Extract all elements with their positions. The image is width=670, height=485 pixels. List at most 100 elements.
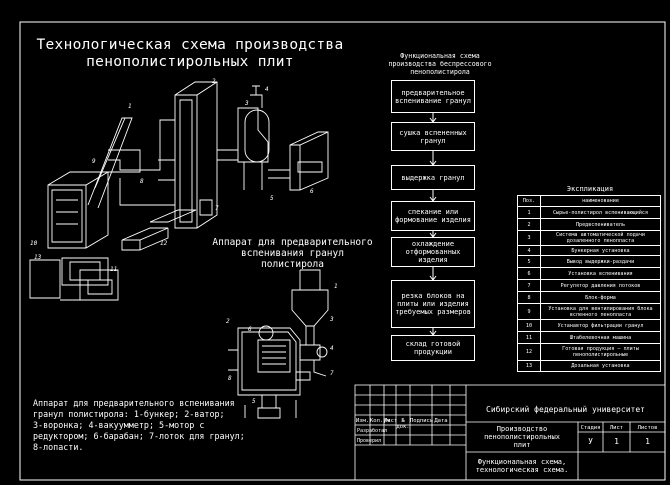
- sheet-value: 1: [614, 437, 619, 446]
- title-block-lines: [354, 384, 666, 481]
- product-line: пенополистирольных: [484, 433, 560, 441]
- table-cell: 7: [517, 279, 541, 292]
- product-name: Производство пенополистирольных плит: [466, 425, 578, 449]
- apparatus-title-line-1: Аппарат для предварительного: [212, 237, 373, 248]
- product-line: плит: [513, 441, 531, 449]
- flowchart-heading: Функциональная схема производства беспре…: [380, 52, 500, 76]
- table-cell: Вывод выдержки-раздачи: [540, 255, 661, 268]
- caption-line: редуктором; 6-барабан; 7-лоток для грану…: [33, 431, 245, 441]
- apparatus-title-line-3: полистирола: [261, 259, 324, 270]
- flow-step-3: выдержка гранул: [391, 165, 475, 190]
- table-cell: Система автоматической подачи дозаленног…: [540, 230, 661, 246]
- process-label: 7: [215, 205, 219, 212]
- stage-value: У: [588, 437, 593, 446]
- product-line: Производство: [496, 425, 548, 433]
- table-cell: Готовая продукция — плиты пенополистирол…: [540, 343, 661, 361]
- flow-step-2: сушка вспененных гранул: [391, 122, 475, 151]
- table-header-row: Поз. наименование: [517, 195, 661, 207]
- title-line-1: Технологическая схема производства: [36, 37, 344, 53]
- apparatus-label: 1: [334, 283, 338, 290]
- column-header: Подпись: [410, 418, 434, 424]
- process-label: 6: [310, 188, 314, 195]
- document-name: Функциональная схема, технологическая сх…: [466, 458, 578, 474]
- process-label: 10: [30, 240, 38, 247]
- flow-step-1: предварительное вспенивание гранул: [391, 80, 475, 113]
- flow-step-7: склад готовой продукции: [391, 335, 475, 361]
- column-header: Дата: [434, 418, 448, 424]
- apparatus-label: 2: [226, 318, 230, 325]
- flow-step-5: охлаждение отформованных изделия: [391, 237, 475, 267]
- column-header: № док.: [396, 418, 410, 430]
- flowchart-heading-line: Функциональная схема: [400, 52, 480, 60]
- process-label: 2: [212, 78, 216, 85]
- table-cell: Устанавтор фильтрации гранул: [540, 319, 661, 332]
- table-cell: Регулятор давления потоков: [540, 279, 661, 292]
- table-cell: 12: [517, 343, 541, 361]
- process-label: 11: [110, 266, 118, 273]
- table-cell: Штабелевочная машина: [540, 331, 661, 344]
- table-cell: 11: [517, 331, 541, 344]
- table-cell: Блок-форма: [540, 291, 661, 304]
- table-cell: 9: [517, 303, 541, 320]
- process-label: 3: [245, 100, 249, 107]
- table-cell: 8: [517, 291, 541, 304]
- process-label: 9: [92, 158, 96, 165]
- process-label: 8: [140, 178, 144, 185]
- page-title: Технологическая схема производства пеноп…: [20, 37, 360, 71]
- table-cell: Сырье-полистирол вспенивающийся: [540, 206, 661, 219]
- apparatus-title-line-2: вспенивания гранул: [241, 248, 344, 259]
- column-header: наименование: [540, 195, 661, 207]
- sheets-value: 1: [645, 437, 650, 446]
- flowchart-heading-line: пенополистирола: [410, 68, 470, 76]
- organization-name: Сибирский федеральный университет: [486, 405, 645, 414]
- role-checker: Проверил: [357, 438, 382, 444]
- caption-line: 3-воронка; 4-вакуумметр; 5-мотор с: [33, 420, 205, 430]
- caption-line: гранул полистирола: 1-бункер; 2-ватор;: [33, 409, 225, 419]
- flow-step-4: спекание или формование изделия: [391, 201, 475, 231]
- process-label: 5: [270, 195, 274, 202]
- table-cell: Предвспениватель: [540, 218, 661, 231]
- caption-line: Аппарат для предварительного вспенивания: [33, 398, 235, 408]
- sheets-header: Листов: [637, 425, 658, 431]
- apparatus-label: 6: [248, 326, 252, 333]
- column-header: Лист: [384, 418, 398, 424]
- caption-line: 8-лопасти.: [33, 442, 84, 452]
- table-cell: 4: [517, 245, 541, 256]
- document-line: технологическая схема.: [475, 466, 569, 474]
- flow-step-6: резка блоков на плиты или изделия требуе…: [391, 280, 475, 328]
- apparatus-label: 8: [228, 375, 232, 382]
- table-cell: 13: [517, 360, 541, 372]
- table-cell: 5: [517, 255, 541, 268]
- table-cell: Дозальная установка: [540, 360, 661, 372]
- title-line-2: пенополистирольных плит: [86, 54, 294, 70]
- column-header: Изм.: [355, 418, 370, 424]
- column-header: Поз.: [517, 195, 541, 207]
- table-cell: 3: [517, 230, 541, 246]
- flowchart-heading-line: производства беспрессового: [388, 60, 492, 68]
- explication-heading: Экспликация: [566, 185, 614, 193]
- process-label: 13: [34, 254, 42, 261]
- apparatus-title: Аппарат для предварительного вспенивания…: [200, 237, 385, 270]
- table-cell: 1: [517, 206, 541, 219]
- table-cell: Установка для вентилирования блока вспен…: [540, 303, 661, 320]
- table-cell: Установка вспенивания: [540, 267, 661, 280]
- apparatus-caption: Аппарат для предварительного вспенивания…: [33, 398, 318, 453]
- stage-header: Стадия: [580, 425, 601, 431]
- table-cell: 6: [517, 267, 541, 280]
- sheet-header: Лист: [609, 425, 624, 431]
- table-cell: Бункерная установка: [540, 245, 661, 256]
- apparatus-label: 5: [252, 398, 256, 405]
